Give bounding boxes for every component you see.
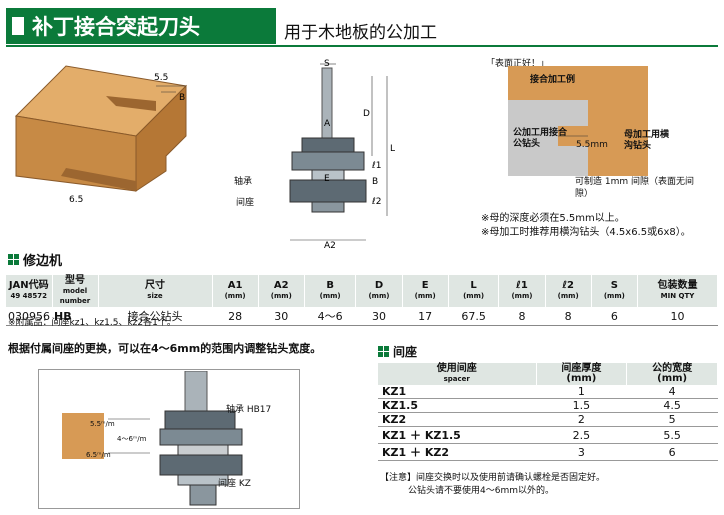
spacer-kz-label: 间座 KZ	[218, 479, 251, 489]
router-bit-diagram: S D L A E B ℓ1 ℓ2 A2	[289, 59, 395, 251]
edge-section-title: 修边机	[23, 254, 63, 269]
title-bar: 补丁接合突起刀头	[6, 8, 276, 44]
dim-e-label: E	[324, 174, 330, 184]
spec-footnote: ※附属品：间座kz1、kz1.5、kz2各1个。	[8, 318, 176, 328]
section-square-icon	[8, 254, 19, 265]
male-bit-label: 公加工用接合公钻头	[513, 128, 568, 149]
title-square-icon	[12, 17, 24, 35]
spacer-section-head: 间座	[378, 343, 417, 360]
joint-diagram	[508, 66, 648, 176]
table-row: 030956 HB 接合公钻头 28 30 4～6 30 17 67.5 8 8…	[6, 307, 718, 326]
dim-b-label: B	[179, 93, 185, 103]
depth-notes: ※母的深度必须在5.5mm以上。 ※母加工时推荐用横沟钻头（4.5x6.5或6x…	[481, 212, 691, 240]
spacer-notes: 【注意】间座交换时以及使用前请确认螺栓是否固定好。 公钻头请不要使用4～6mm以…	[380, 472, 605, 498]
joint-example-label: 接合加工例	[530, 75, 576, 85]
female-bit-label: 母加工用横沟钻头	[624, 130, 670, 151]
spacer-diagram	[62, 371, 243, 506]
spacer-note-2: 公钻头请不要使用4～6mm以外的。	[408, 486, 554, 496]
spacer-dim-46: 4～6ᵐ/m	[117, 435, 147, 443]
dim-65-label: 6.5	[69, 195, 83, 205]
dim-a2-label: A2	[324, 241, 336, 251]
gap-note: 可制造 1mm 间隙（表面无间隙）	[575, 177, 694, 199]
dim-a-label: A	[324, 119, 331, 129]
dim-55-label: 5.5	[154, 73, 168, 83]
dim-l2-label: ℓ2	[371, 197, 381, 207]
spacer-dim-55: 5.5ᵐ/m	[90, 420, 115, 428]
dim-l1-label: ℓ1	[371, 161, 381, 171]
edge-section-head: 修边机	[8, 250, 62, 269]
page-title: 补丁接合突起刀头	[32, 15, 200, 39]
dim-55mm-label: 5.5mm	[576, 140, 608, 150]
spacer-diagram-frame	[38, 369, 300, 509]
adjust-note: 根据付属间座的更换，可以在4～6mm的范围内调整钻头宽度。	[8, 342, 322, 355]
dim-l-label: L	[390, 144, 395, 154]
dim-d-label: D	[363, 109, 370, 119]
spacer-note-1: 【注意】间座交换时以及使用前请确认螺栓是否固定好。	[380, 473, 606, 483]
section-square-icon	[378, 346, 389, 357]
spacer-label: 间座	[236, 198, 255, 208]
spacer-section-title: 间座	[393, 345, 418, 359]
wood-board-diagram: 5.5 B 6.5	[14, 65, 188, 205]
spacer-dim-65: 6.5ᵐ/m	[86, 451, 111, 459]
note-recommend: ※母加工时推荐用横沟钻头（4.5x6.5或6x8）。	[481, 227, 691, 238]
good-surface-label: 「表面正好！」	[486, 59, 550, 69]
spacer-bearing-label: 轴承 HB17	[226, 405, 272, 415]
note-depth: ※母的深度必须在5.5mm以上。	[481, 213, 625, 224]
page-subtitle: 用于木地板的公加工	[284, 23, 437, 43]
dim-b-bit-label: B	[372, 177, 378, 187]
bearing-label: 轴承	[234, 177, 253, 187]
title-divider	[6, 45, 718, 47]
dim-s-label: S	[324, 59, 330, 69]
